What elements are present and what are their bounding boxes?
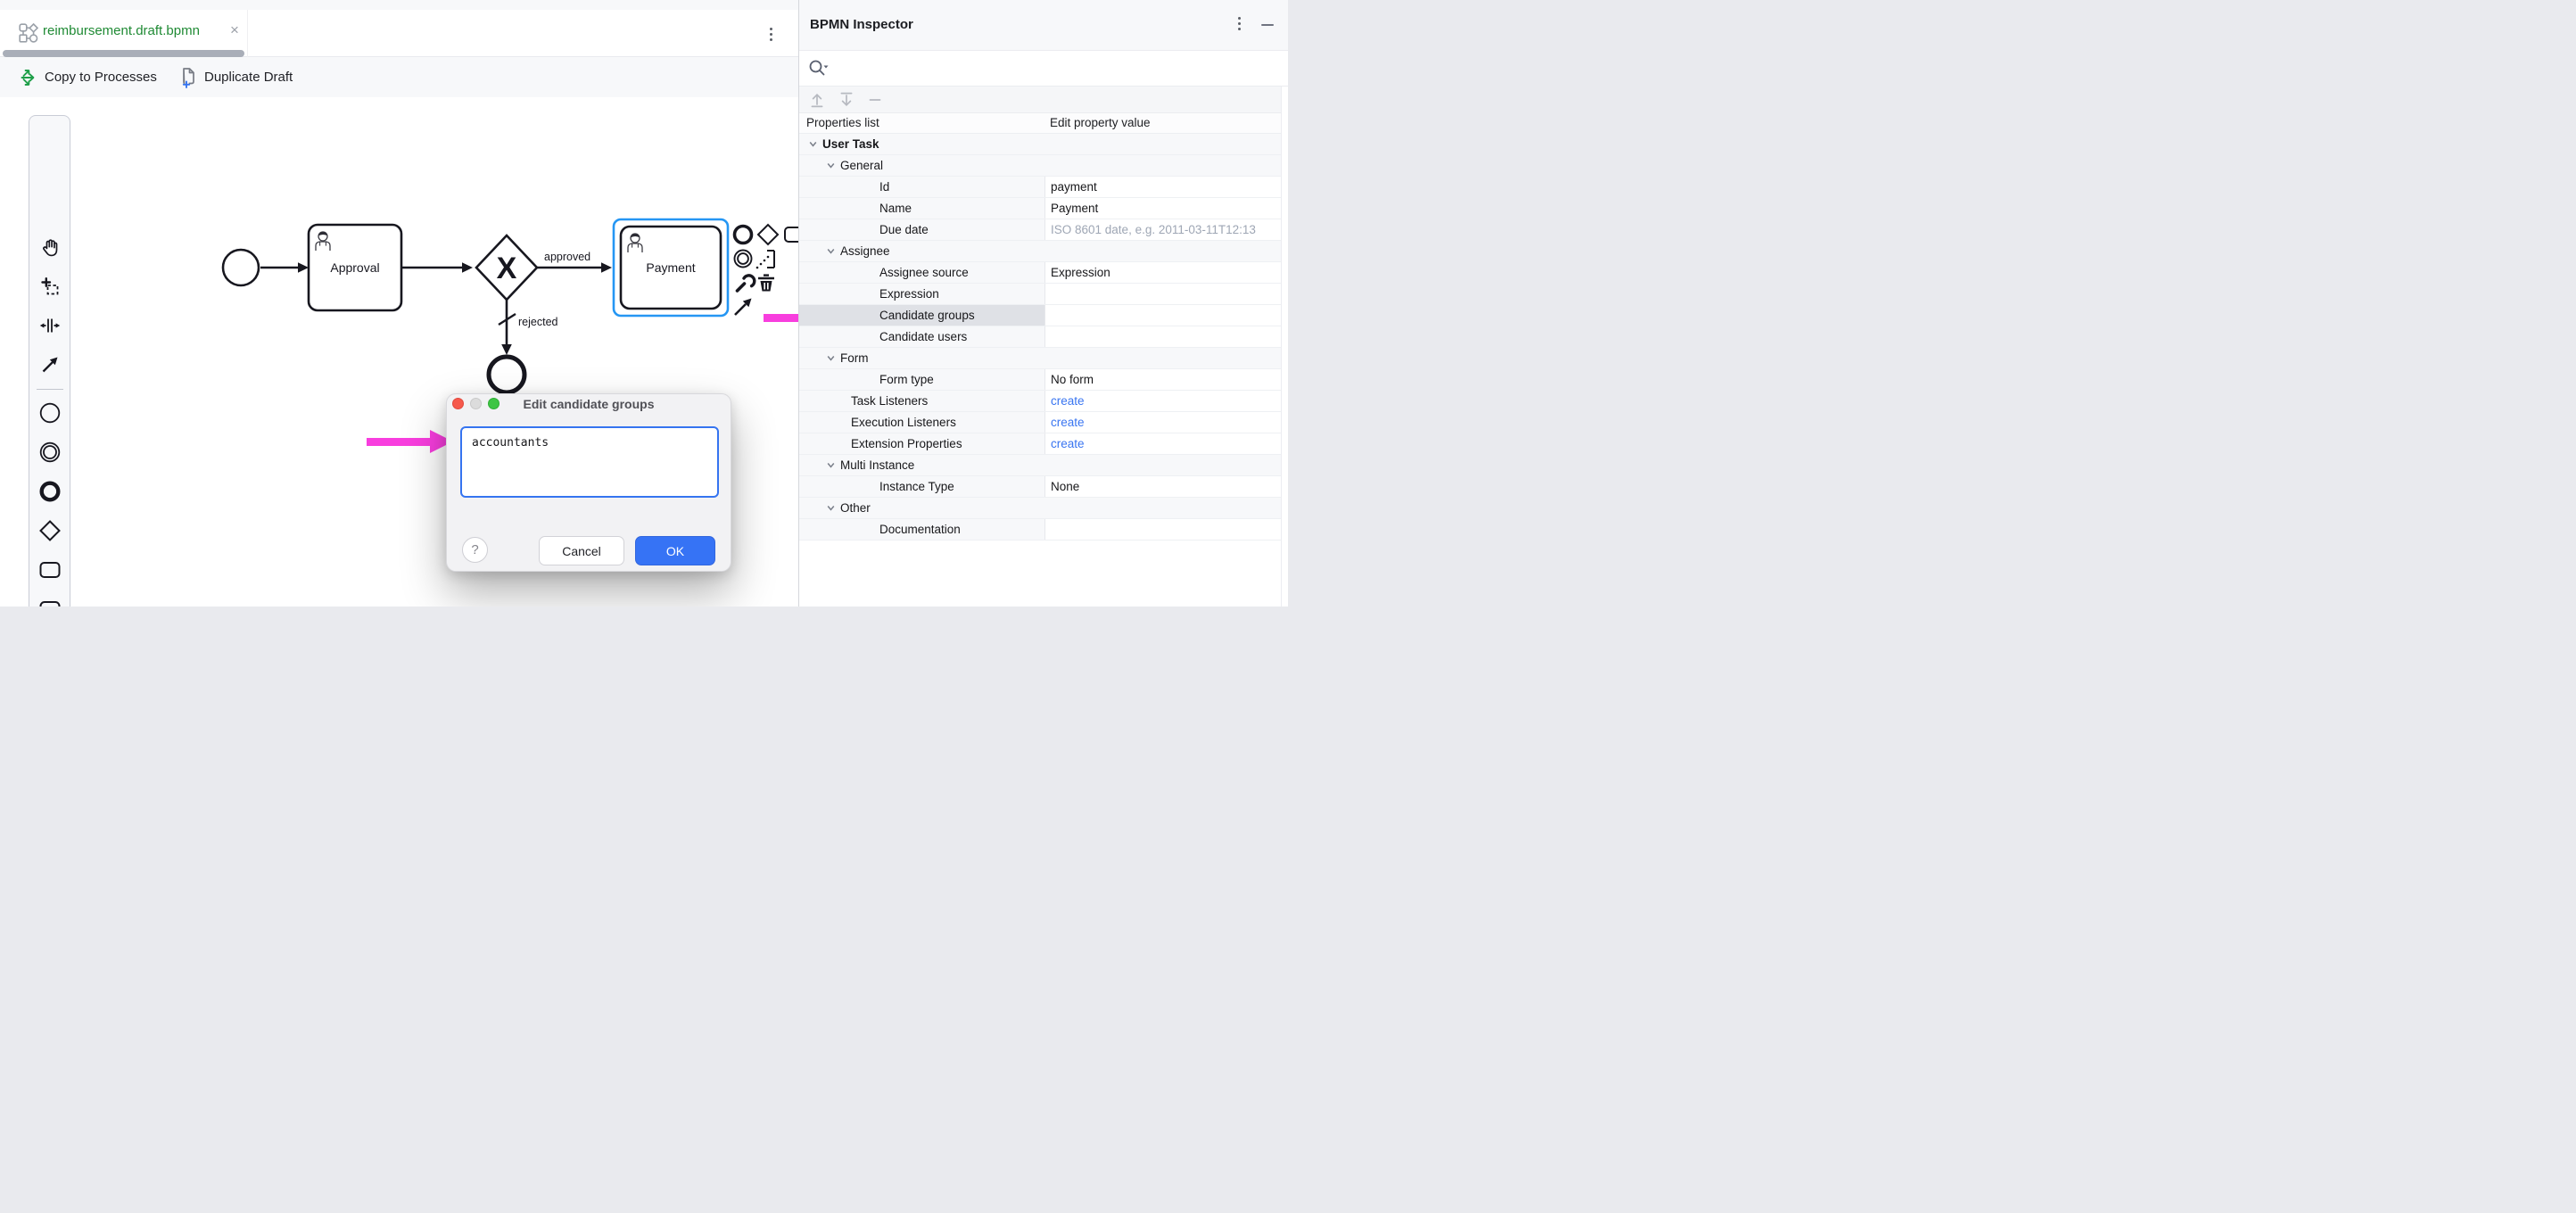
dialog-zoom-traffic-light[interactable] bbox=[488, 398, 500, 409]
editor-options-kebab-icon[interactable] bbox=[770, 28, 772, 41]
group-row-user-task[interactable]: User Task bbox=[799, 134, 1288, 155]
end-event-icon bbox=[732, 224, 754, 245]
task-payment-label: Payment bbox=[646, 260, 695, 275]
dialog-close-traffic-light[interactable] bbox=[452, 398, 464, 409]
inspector-options-kebab-icon[interactable] bbox=[1238, 17, 1241, 30]
inspector-column-headers: Properties list Edit property value bbox=[799, 113, 1288, 134]
dialog-title: Edit candidate groups bbox=[523, 397, 655, 411]
lasso-tool-icon[interactable] bbox=[39, 276, 61, 297]
global-connect-tool-icon[interactable] bbox=[39, 354, 61, 375]
copy-to-processes-label: Copy to Processes bbox=[45, 70, 157, 85]
group-row-other[interactable]: Other bbox=[799, 498, 1288, 519]
palette-divider bbox=[37, 389, 63, 390]
inspector-title: BPMN Inspector bbox=[810, 17, 913, 32]
start-event[interactable] bbox=[221, 248, 260, 287]
app-window: reimbursement.draft.bpmn × Copy to Proce… bbox=[0, 0, 1288, 606]
property-row-candidate-users[interactable]: Candidate users bbox=[799, 326, 1288, 348]
user-task-icon bbox=[627, 233, 643, 252]
context-pad[interactable] bbox=[732, 223, 799, 316]
active-tab-indicator bbox=[3, 50, 244, 57]
property-row-due-date[interactable]: Due date ISO 8601 date, e.g. 2011-03-11T… bbox=[799, 219, 1288, 241]
duplicate-draft-button[interactable]: Duplicate Draft bbox=[178, 57, 293, 97]
property-row-task-listeners[interactable]: Task Listeners create bbox=[799, 391, 1288, 412]
create-link[interactable]: create bbox=[1051, 416, 1085, 429]
property-row-candidate-groups[interactable]: Candidate groups bbox=[799, 305, 1288, 326]
editor-tab-bar: reimbursement.draft.bpmn × bbox=[0, 10, 798, 57]
cancel-button[interactable]: Cancel bbox=[539, 536, 624, 565]
property-row-expression[interactable]: Expression bbox=[799, 284, 1288, 305]
inspector-toolbar bbox=[799, 87, 1288, 113]
end-event-tool-icon[interactable] bbox=[39, 481, 61, 502]
property-row-name[interactable]: Name Payment bbox=[799, 198, 1288, 219]
candidate-groups-textarea[interactable]: accountants bbox=[460, 426, 719, 498]
search-icon[interactable] bbox=[808, 59, 830, 78]
task-approval[interactable]: Approval bbox=[307, 223, 403, 312]
property-row-instance-type[interactable]: Instance Type None bbox=[799, 476, 1288, 498]
property-row-execution-listeners[interactable]: Execution Listeners create bbox=[799, 412, 1288, 433]
property-row-id[interactable]: Id payment bbox=[799, 177, 1288, 198]
property-row-form-type[interactable]: Form type No form bbox=[799, 369, 1288, 391]
search-input[interactable] bbox=[831, 57, 1268, 80]
create-link[interactable]: create bbox=[1051, 394, 1085, 408]
column-header-properties: Properties list bbox=[806, 116, 879, 129]
editor-toolbar: Copy to Processes Duplicate Draft bbox=[0, 57, 798, 144]
gateway-icon bbox=[756, 223, 780, 246]
duplicate-draft-label: Duplicate Draft bbox=[204, 70, 293, 85]
flow-label-rejected: rejected bbox=[518, 316, 558, 328]
inspector-scrollbar-gutter[interactable] bbox=[1281, 87, 1288, 606]
dialog-minimize-traffic-light[interactable] bbox=[470, 398, 482, 409]
copy-to-processes-button[interactable]: Copy to Processes bbox=[19, 57, 157, 97]
intermediate-event-icon bbox=[733, 249, 753, 268]
task-tool-icon[interactable] bbox=[39, 559, 61, 581]
move-up-icon[interactable] bbox=[809, 92, 825, 108]
start-event-tool-icon[interactable] bbox=[39, 402, 61, 424]
group-row-multi-instance[interactable]: Multi Instance bbox=[799, 455, 1288, 476]
gateway-tool-icon[interactable] bbox=[39, 520, 61, 541]
duplicate-draft-icon bbox=[182, 67, 194, 88]
wrench-icon bbox=[735, 274, 756, 293]
text-annotation-icon bbox=[755, 250, 775, 269]
task-payment-selected[interactable]: Payment bbox=[612, 218, 730, 318]
end-event[interactable] bbox=[486, 354, 527, 395]
tab-reimbursement-draft-bpmn[interactable]: reimbursement.draft.bpmn × bbox=[0, 10, 248, 57]
property-row-extension-properties[interactable]: Extension Properties create bbox=[799, 433, 1288, 455]
property-row-assignee-source[interactable]: Assignee source Expression bbox=[799, 262, 1288, 284]
selection-outline bbox=[612, 218, 730, 318]
window-top-strip bbox=[0, 0, 1288, 10]
inspector-search-row bbox=[799, 51, 1288, 87]
property-row-documentation[interactable]: Documentation bbox=[799, 519, 1288, 540]
move-down-icon[interactable] bbox=[838, 92, 855, 108]
palette bbox=[29, 115, 70, 606]
exclusive-gateway[interactable]: X bbox=[475, 234, 539, 301]
task-approval-label: Approval bbox=[330, 260, 379, 275]
tab-title: reimbursement.draft.bpmn bbox=[43, 23, 200, 38]
inspector-minimize-icon[interactable] bbox=[1261, 24, 1274, 26]
task-icon bbox=[784, 227, 798, 243]
column-header-edit-value: Edit property value bbox=[1050, 116, 1151, 129]
group-row-form[interactable]: Form bbox=[799, 348, 1288, 369]
dialog-help-button[interactable]: ? bbox=[462, 537, 488, 563]
hand-tool-icon[interactable] bbox=[39, 236, 61, 258]
gateway-x-marker: X bbox=[497, 252, 517, 285]
bpmn-diagram-icon bbox=[19, 23, 38, 43]
connect-arrow-icon bbox=[734, 298, 752, 316]
space-tool-icon[interactable] bbox=[39, 315, 61, 336]
trash-icon bbox=[758, 274, 774, 292]
copy-to-processes-icon bbox=[21, 69, 35, 86]
ok-button[interactable]: OK bbox=[635, 536, 715, 565]
group-row-assignee[interactable]: Assignee bbox=[799, 241, 1288, 262]
sequence-flow-arrowheads bbox=[298, 262, 612, 355]
create-link[interactable]: create bbox=[1051, 437, 1085, 450]
user-task-icon bbox=[315, 231, 331, 251]
inspector-header: BPMN Inspector bbox=[799, 0, 1288, 51]
group-row-general[interactable]: General bbox=[799, 155, 1288, 177]
bpmn-inspector-panel: BPMN Inspector bbox=[798, 0, 1288, 606]
subprocess-tool-icon[interactable] bbox=[39, 598, 61, 606]
intermediate-event-tool-icon[interactable] bbox=[39, 441, 61, 463]
tab-close-icon[interactable]: × bbox=[230, 21, 239, 38]
remove-icon[interactable] bbox=[867, 92, 883, 108]
flow-label-approved: approved bbox=[544, 251, 590, 263]
